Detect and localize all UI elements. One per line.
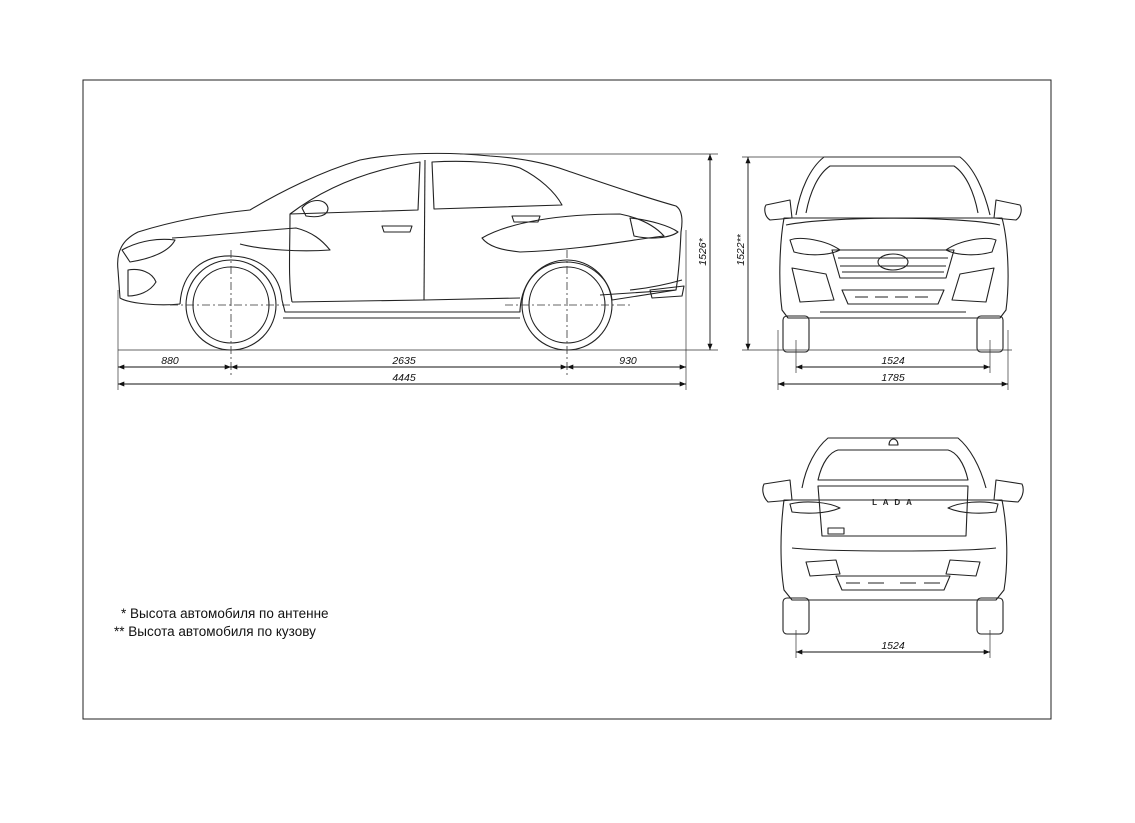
rear-view-tyres: [783, 598, 1003, 634]
note-body-height: ** Высота автомобиля по кузову: [114, 624, 316, 639]
dim-front-overhang: 880: [161, 355, 179, 367]
note-antenna-height: * Высота автомобиля по антенне: [121, 606, 329, 621]
front-extension-lines: [742, 157, 1012, 390]
dim-overall-length: 4445: [392, 372, 416, 384]
front-view-car: [765, 157, 1021, 318]
dim-rear-overhang: 930: [619, 355, 637, 367]
dim-height-antenna: 1526*: [697, 237, 709, 265]
dim-overall-width: 1785: [881, 372, 905, 384]
front-view-tyres: [783, 316, 1003, 352]
dim-front-track: 1524: [881, 355, 905, 367]
dim-wheelbase: 2635: [391, 355, 416, 367]
side-view-car: [118, 153, 684, 318]
rear-view-car: [763, 438, 1023, 600]
dim-height-body: 1522**: [735, 233, 747, 265]
rear-badge: L A D A: [872, 498, 914, 507]
dim-rear-track: 1524: [881, 640, 905, 652]
